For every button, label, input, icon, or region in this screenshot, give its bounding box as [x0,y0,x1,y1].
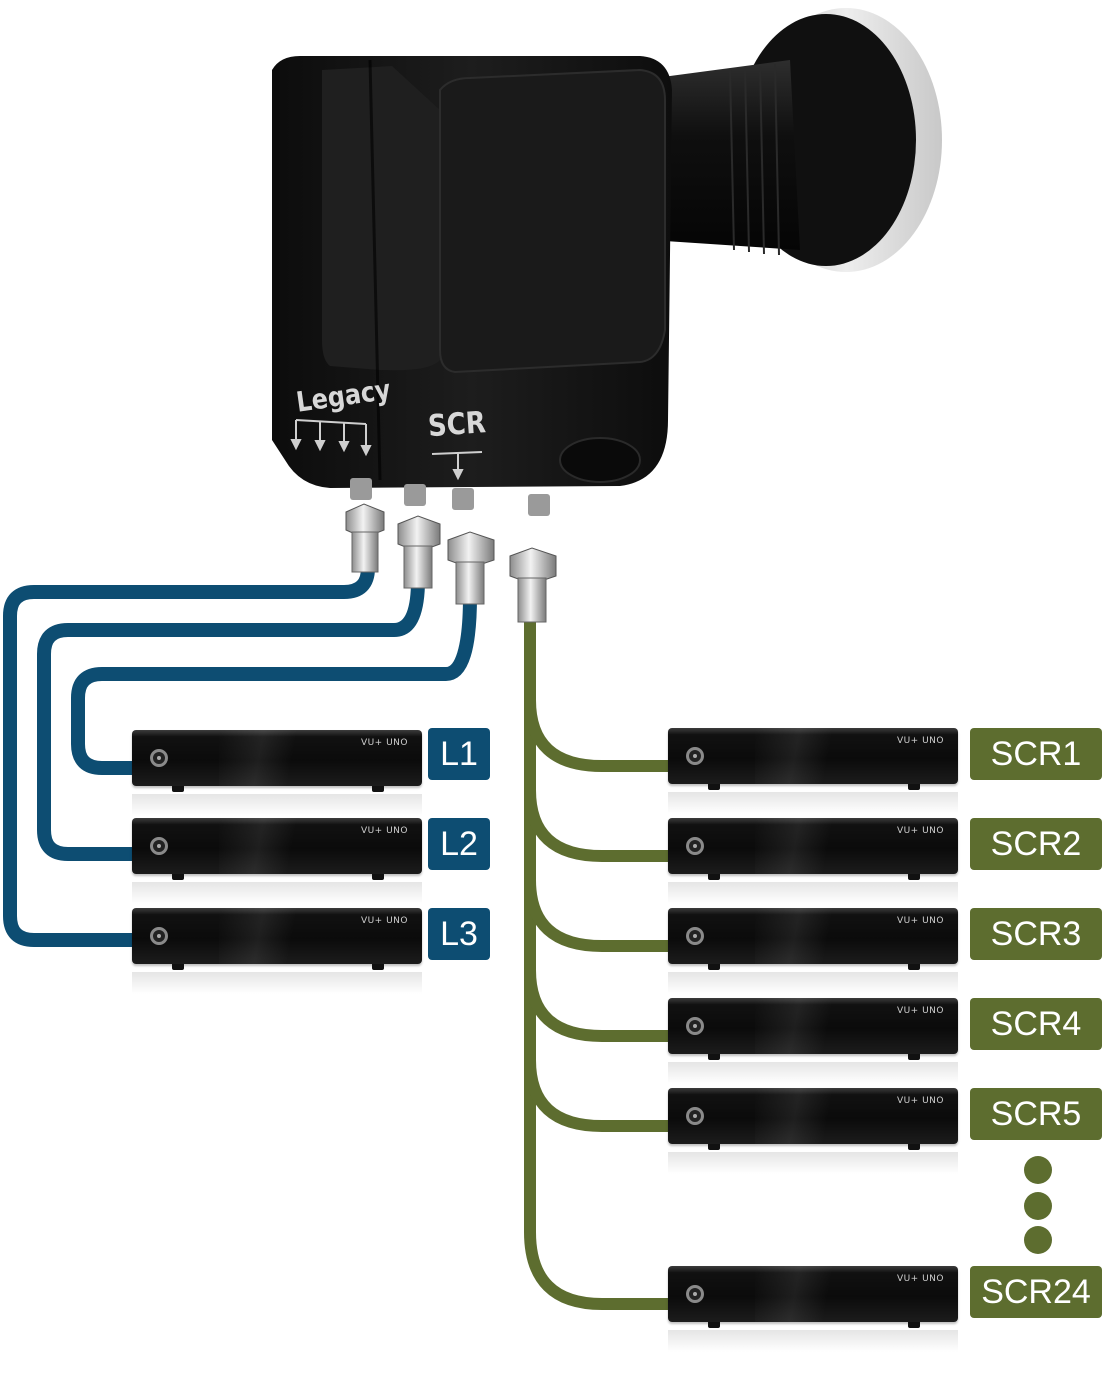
legacy-cables [3,561,477,947]
power-icon [686,1017,704,1035]
lnb-housing [272,56,672,516]
receiver-brand: VU+ UNO [360,738,408,748]
receiver-brand: VU+ UNO [896,826,944,836]
power-icon [686,837,704,855]
cable-l1 [71,589,477,775]
label-l2: L2 [428,818,490,870]
receiver-scr-3: VU+ UNO [668,908,958,994]
receiver-scr-24: VU+ UNO [668,1266,958,1352]
receiver-legacy-3: VU+ UNO [132,908,422,994]
receiver-legacy-1: VU+ UNO [132,730,422,816]
connector-legacy-1 [345,503,385,573]
scr-port-label: SCR [426,405,487,445]
connector-scr [509,547,557,623]
receiver-scr-4: VU+ UNO [668,998,958,1084]
scr-cable [524,580,676,1310]
label-scr4: SCR4 [970,998,1102,1050]
power-icon [150,749,168,767]
power-icon [150,927,168,945]
receiver-brand: VU+ UNO [360,826,408,836]
receiver-brand: VU+ UNO [896,916,944,926]
cable-l3 [3,561,375,947]
connector-legacy-3 [447,531,495,605]
receiver-scr-1: VU+ UNO [668,728,958,814]
label-scr1: SCR1 [970,728,1102,780]
label-scr24: SCR24 [970,1266,1102,1318]
f-connectors [345,503,557,623]
ellipsis-dot [1024,1226,1052,1254]
receiver-legacy-2: VU+ UNO [132,818,422,904]
ellipsis-dot [1024,1192,1052,1220]
connector-legacy-2 [397,515,441,589]
lnb-feed-horn [640,8,942,272]
label-scr3: SCR3 [970,908,1102,960]
power-icon [686,1285,704,1303]
receiver-scr-2: VU+ UNO [668,818,958,904]
label-l3: L3 [428,908,490,960]
power-icon [686,1107,704,1125]
receiver-brand: VU+ UNO [896,1096,944,1106]
receiver-scr-5: VU+ UNO [668,1088,958,1174]
power-icon [686,747,704,765]
cable-l2 [37,573,425,861]
label-scr5: SCR5 [970,1088,1102,1140]
power-icon [150,837,168,855]
power-icon [686,927,704,945]
label-l1: L1 [428,728,490,780]
ellipsis-dot [1024,1156,1052,1184]
receiver-brand: VU+ UNO [360,916,408,926]
label-scr2: SCR2 [970,818,1102,870]
receiver-brand: VU+ UNO [896,1274,944,1284]
receiver-brand: VU+ UNO [896,736,944,746]
receiver-brand: VU+ UNO [896,1006,944,1016]
